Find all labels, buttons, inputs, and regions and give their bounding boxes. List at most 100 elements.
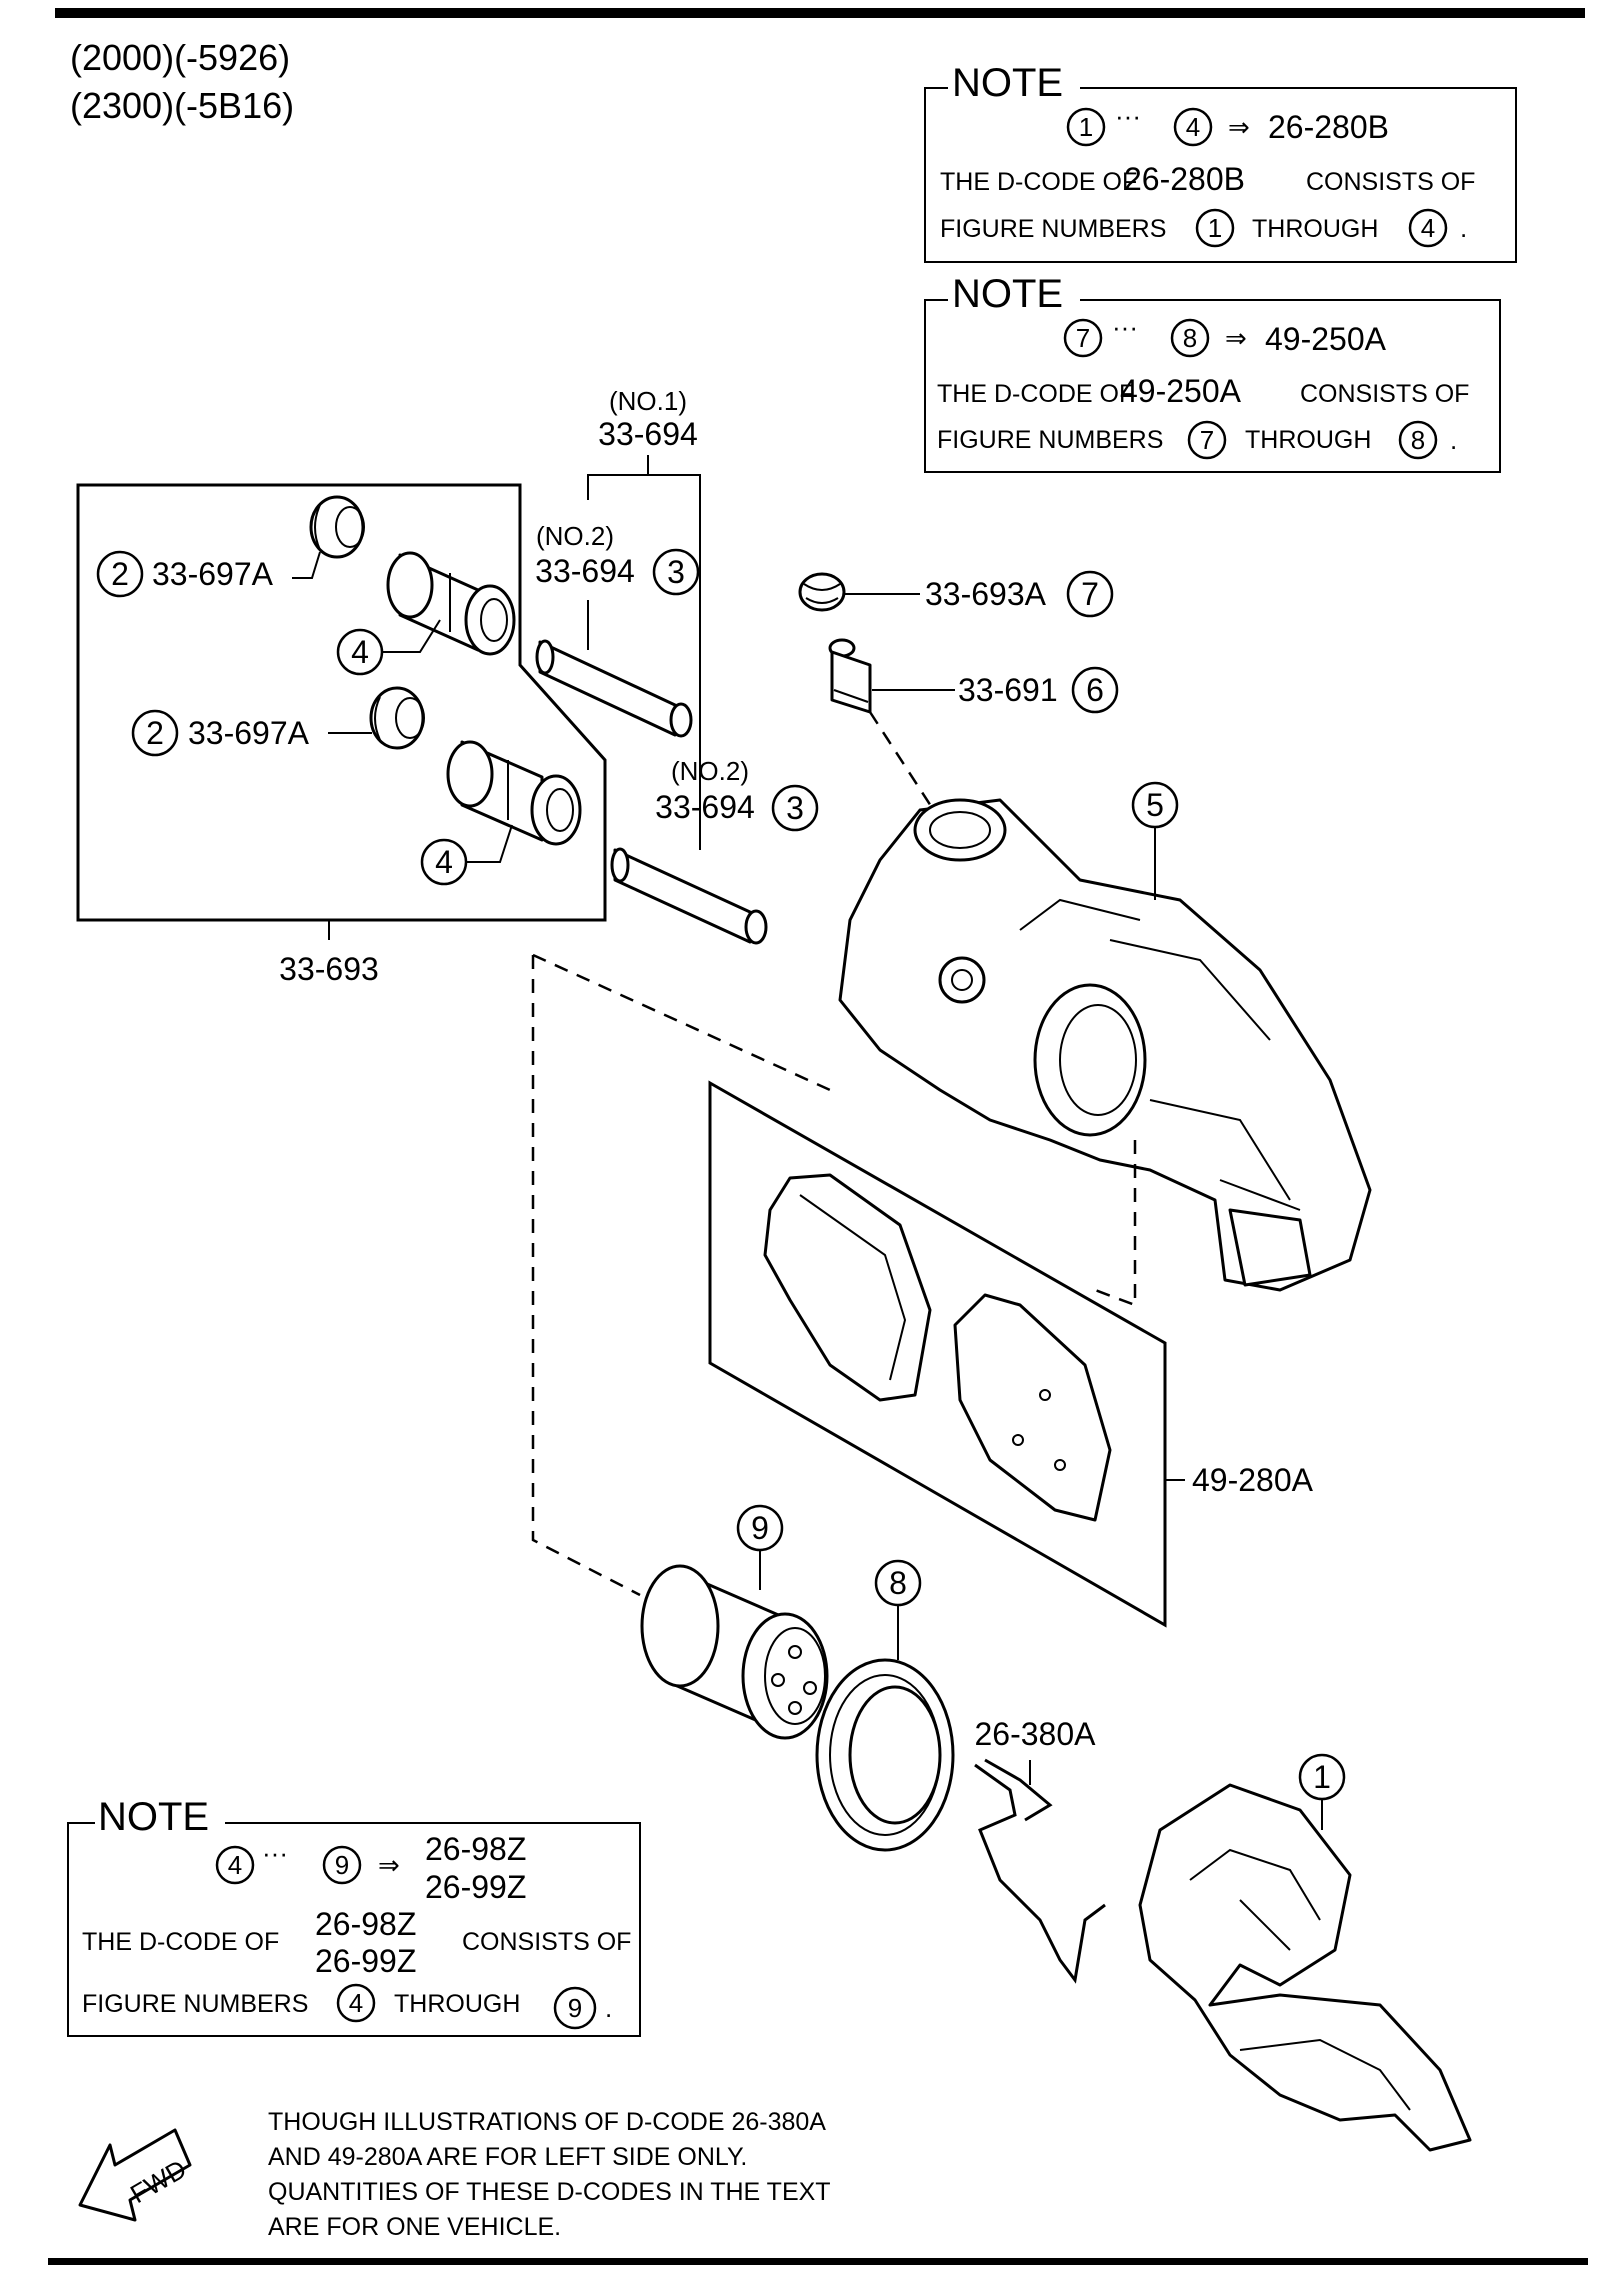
note-dot: .	[605, 1993, 612, 2023]
fwd-arrow-icon: FWD	[78, 2128, 192, 2222]
pin-no2-lower-label: (NO.2) 33-694 3	[655, 756, 819, 832]
ref-number: 4	[228, 1850, 242, 1880]
bottom-rule	[48, 2258, 1588, 2265]
footnote-line: THOUGH ILLUSTRATIONS OF D-CODE 26-380A	[268, 2108, 826, 2136]
note-text: THROUGH	[394, 1990, 520, 2018]
pin-no2-upper-label: (NO.2) 33-694 3	[535, 521, 700, 596]
header-line1: (2000)(-5926)	[70, 37, 290, 78]
seal-8: 8	[815, 1559, 955, 1852]
note-text: THE D-CODE OF	[82, 1928, 279, 1956]
note-dot: .	[1450, 425, 1457, 455]
note-code: 26-280B	[1268, 109, 1389, 145]
callout-2-upper: 2 33-697A	[96, 550, 321, 598]
dashed-guide-caliper	[1094, 1140, 1137, 1307]
ref-number: 9	[751, 1510, 769, 1546]
callout-2-lower: 2 33-697A	[131, 709, 372, 757]
note-code-inline: 49-250A	[1120, 373, 1242, 409]
clip-26-380A: 26-380A	[974, 1716, 1106, 1984]
bleeder-screw-33-691: 33-691 6	[828, 638, 1119, 821]
ref-number: 7	[1081, 576, 1099, 612]
label-no2: (NO.2)	[536, 521, 614, 551]
note-text: CONSISTS OF	[1300, 380, 1469, 408]
note-text: THROUGH	[1252, 215, 1378, 243]
note-title: NOTE	[952, 272, 1063, 316]
note-code: 26-98Z	[315, 1906, 416, 1942]
label-33-697A: 33-697A	[152, 556, 274, 592]
ref-number: 4	[435, 844, 453, 880]
note-code: 26-99Z	[425, 1869, 526, 1905]
label-33-694: 33-694	[598, 416, 698, 452]
caliper-body-5: 5	[838, 781, 1372, 1292]
label-33-691: 33-691	[958, 672, 1058, 708]
ref-number: 9	[335, 1850, 349, 1880]
label-33-693A: 33-693A	[925, 576, 1047, 612]
ref-number: 1	[1313, 1759, 1331, 1795]
top-rule	[55, 8, 1585, 18]
note-title: NOTE	[952, 61, 1063, 105]
note-text: CONSISTS OF	[1306, 168, 1475, 196]
label-no1: (NO.1)	[609, 386, 687, 416]
ref-number: 7	[1076, 323, 1090, 353]
note-dot: .	[1460, 213, 1467, 243]
ref-number: 2	[146, 715, 164, 751]
label-33-697A: 33-697A	[188, 715, 310, 751]
note-code: 49-250A	[1265, 321, 1387, 357]
ref-number: 3	[667, 554, 685, 590]
footnote-line: AND 49-280A ARE FOR LEFT SIDE ONLY.	[268, 2143, 747, 2171]
ref-number: 9	[568, 1993, 582, 2023]
note-text: FIGURE NUMBERS	[82, 1990, 308, 2018]
label-26-380A: 26-380A	[975, 1716, 1097, 1752]
note-box-2: NOTE 7 ··· 8 ⇒ 49-250A THE D-CODE OF 49-…	[924, 272, 1501, 473]
note-text: THE D-CODE OF	[937, 380, 1134, 408]
brake-pads-49-280A: 49-280A	[708, 1080, 1314, 1628]
note-box-3: NOTE 4 ··· 9 ⇒ 26-98Z 26-99Z THE D-CODE …	[67, 1795, 641, 2037]
footnote: THOUGH ILLUSTRATIONS OF D-CODE 26-380A A…	[268, 2108, 831, 2241]
label-no2: (NO.2)	[671, 756, 749, 786]
arrow: ⇒	[1225, 323, 1247, 353]
bleeder-cap-33-693A: 33-693A 7	[798, 570, 1114, 618]
note-code: 26-99Z	[315, 1943, 416, 1979]
ref-number: 8	[1183, 323, 1197, 353]
ref-number: 4	[1421, 213, 1435, 243]
guide-pin-upper	[535, 639, 693, 738]
ref-number: 2	[111, 556, 129, 592]
ref-number: 8	[1411, 425, 1425, 455]
callout-4-lower: 4	[420, 824, 513, 886]
ref-number: 8	[889, 1565, 907, 1601]
label-33-694: 33-694	[535, 553, 635, 589]
ellipsis: ···	[1115, 101, 1141, 131]
note-text: FIGURE NUMBERS	[940, 215, 1166, 243]
ref-number: 4	[351, 634, 369, 670]
ref-number: 7	[1200, 425, 1214, 455]
label-33-694: 33-694	[655, 789, 755, 825]
label-33-693: 33-693	[279, 951, 379, 987]
label-49-280A: 49-280A	[1192, 1462, 1314, 1498]
ref-number: 3	[786, 790, 804, 826]
guide-pin-lower	[610, 847, 768, 945]
arrow: ⇒	[1228, 112, 1250, 142]
header-line2: (2300)(-5B16)	[70, 85, 294, 126]
ref-number: 4	[1186, 112, 1200, 142]
bushing-4-lower	[446, 740, 582, 846]
footnote-line: QUANTITIES OF THESE D-CODES IN THE TEXT	[268, 2178, 831, 2206]
dashed-guide-pads	[531, 955, 641, 1597]
ref-number: 1	[1079, 112, 1093, 142]
note-text: THROUGH	[1245, 426, 1371, 454]
boot-33-697A-lower	[369, 686, 425, 750]
callout-4-upper: 4	[336, 619, 441, 676]
note-text: CONSISTS OF	[462, 1928, 631, 1956]
footnote-line: ARE FOR ONE VEHICLE.	[268, 2213, 561, 2241]
ref-number: 5	[1146, 787, 1164, 823]
note-box-1: NOTE 1 ··· 4 ⇒ 26-280B THE D-CODE OF 26-…	[924, 61, 1517, 263]
note-code: 26-98Z	[425, 1831, 526, 1867]
note-code-inline: 26-280B	[1124, 161, 1245, 197]
piston-9: 9	[640, 1504, 829, 1740]
bushing-4-upper	[386, 551, 516, 656]
note-text: THE D-CODE OF	[940, 168, 1137, 196]
ellipsis: ···	[1112, 312, 1138, 342]
dashed-guide-top	[532, 953, 831, 1092]
arrow: ⇒	[378, 1850, 400, 1880]
mounting-bracket-1: 1	[1138, 1753, 1472, 2152]
kit-33-693-outline: 33-693	[76, 483, 607, 987]
